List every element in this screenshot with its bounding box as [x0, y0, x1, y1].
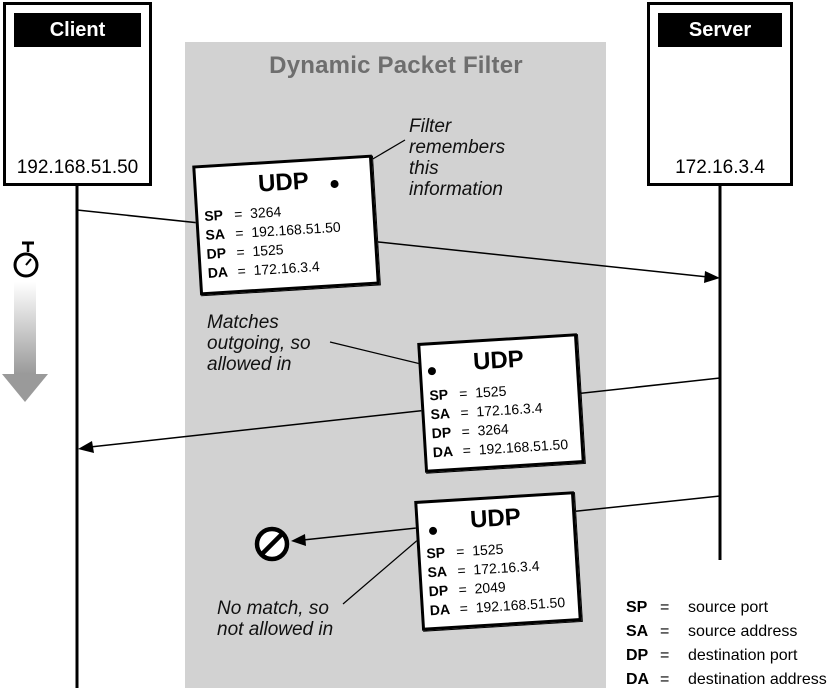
note-matches-outgoing: Matches outgoing, so allowed in	[207, 312, 311, 375]
down-arrow-icon	[2, 282, 48, 402]
packet-field-sp: SP= 1525	[428, 382, 507, 404]
reply-message-arrow	[89, 377, 721, 448]
packet-field-dp: DP= 1525	[206, 241, 285, 262]
packet-outgoing: UDP SP= 3264 SA= 192.168.51.50 DP= 1525 …	[192, 154, 380, 296]
packet-field-sa: SA= 172.16.3.4	[430, 399, 543, 423]
leader-matches	[329, 341, 426, 366]
server-box: Server 172.16.3.4	[647, 2, 793, 186]
client-title: Client	[14, 13, 141, 47]
client-box: Client 192.168.51.50	[3, 2, 152, 186]
legend-item-sp: SP=source port	[626, 599, 769, 616]
arrowhead-client	[78, 441, 94, 453]
legend-item-dp: DP=destination port	[626, 647, 798, 664]
packet-reply-blocked: UDP SP= 1525 SA= 172.16.3.4 DP= 2049 DA=…	[414, 491, 582, 631]
note-no-match: No match, so not allowed in	[217, 598, 334, 640]
server-title: Server	[658, 13, 782, 47]
packet-title: UDP	[257, 167, 310, 198]
legend-item-da: DA=destination address	[626, 671, 827, 688]
arrowhead-blocked	[291, 534, 306, 546]
client-ip: 192.168.51.50	[16, 157, 139, 178]
packet-field-sp: SP= 3264	[203, 203, 282, 224]
legend: SP=source port SA=source address DP=dest…	[626, 597, 831, 688]
server-ip: 172.16.3.4	[675, 157, 765, 178]
packet-reply-allowed: UDP SP= 1525 SA= 172.16.3.4 DP= 3264 DA=…	[417, 333, 585, 473]
note-filter-remembers: Filter remembers this information	[409, 116, 506, 200]
packet-field-dp: DP= 3264	[431, 420, 510, 442]
stopwatch-icon	[13, 241, 39, 278]
packet-field-dp: DP= 2049	[428, 578, 507, 600]
packet-field-sa: SA= 172.16.3.4	[427, 557, 540, 581]
filter-title: Dynamic Packet Filter	[269, 52, 523, 79]
prohibited-icon	[254, 526, 290, 562]
packet-field-sp: SP= 1525	[425, 540, 504, 562]
packet-title: UDP	[472, 345, 525, 376]
arrowhead-server	[704, 271, 720, 283]
outgoing-message-arrow	[76, 209, 709, 278]
packet-field-da: DA= 172.16.3.4	[207, 258, 321, 281]
packet-title: UDP	[469, 503, 522, 534]
legend-item-sa: SA=source address	[626, 623, 798, 640]
